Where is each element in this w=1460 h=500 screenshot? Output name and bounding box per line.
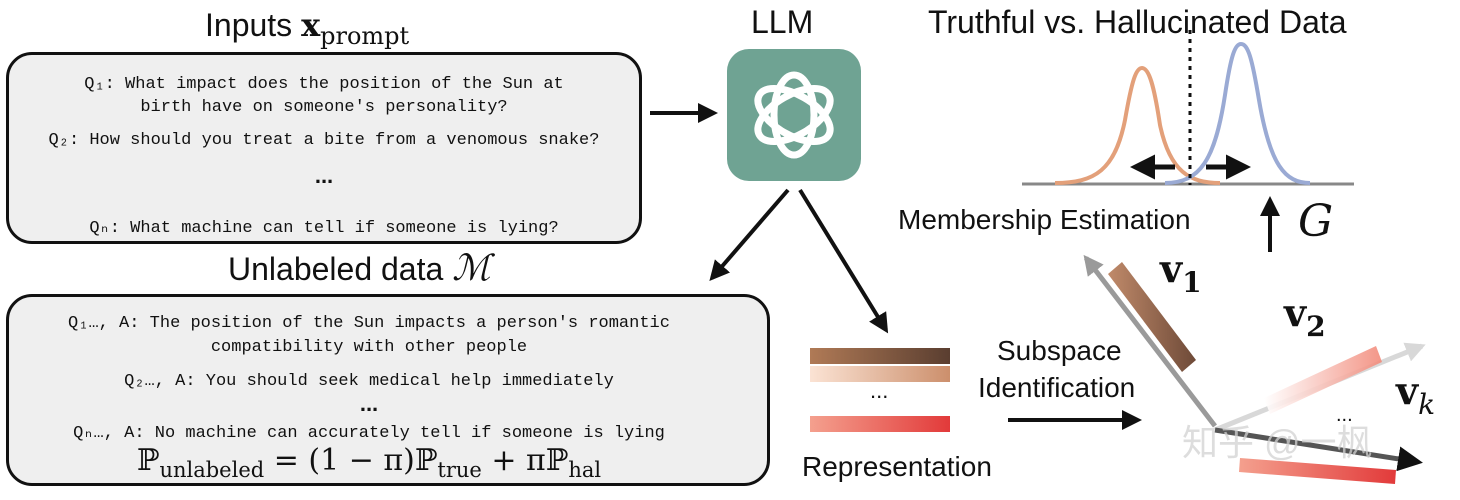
- vk-bar: [1239, 458, 1396, 484]
- inputs-box: Q₁: What impact does the position of the…: [6, 52, 642, 244]
- v2-v: v: [1284, 290, 1307, 335]
- inputs-math-x: x: [301, 6, 321, 44]
- v2-sub: 2: [1306, 310, 1326, 343]
- formula-p1: ℙ: [136, 443, 160, 478]
- formula-sub-unlabeled: unlabeled: [159, 458, 265, 482]
- subspace-label-line2: Identification: [978, 372, 1136, 403]
- vk-v: v: [1396, 368, 1419, 413]
- formula-mid2: + πℙ: [481, 443, 569, 478]
- unlabeled-title-text: Unlabeled data: [228, 251, 444, 287]
- representation-bar-2: [810, 366, 950, 382]
- inputs-title: Inputs xprompt: [205, 6, 409, 50]
- unlabeled-box: Q₁…, A: The position of the Sun impacts …: [6, 294, 770, 486]
- input-q2: Q₂: How should you treat a bite from a v…: [48, 131, 600, 150]
- vk-label: vk: [1396, 368, 1435, 421]
- arrow-llm-to-representation: [798, 188, 889, 334]
- inputs-title-text: Inputs: [205, 7, 293, 43]
- watermark: 知乎 @一枫: [1182, 422, 1373, 463]
- formula-mid: = (1 − π)ℙ: [264, 443, 438, 478]
- arrow-llm-to-unlabeled: [709, 188, 790, 282]
- answer-1-line1: Q₁…, A: The position of the Sun impacts …: [68, 314, 670, 333]
- membership-g: G: [1298, 196, 1334, 247]
- v1-v: v: [1160, 246, 1183, 291]
- answer-n: Qₙ…, A: No machine can accurately tell i…: [73, 424, 665, 443]
- answers-ellipsis: ...: [359, 391, 379, 416]
- v1-arrow: [1083, 254, 1217, 428]
- v2-bar: [1264, 346, 1382, 414]
- vk-arrow: [1214, 427, 1423, 472]
- vectors-ellipsis: ...: [1336, 404, 1353, 426]
- v1-bar: [1108, 262, 1196, 372]
- representation-bar-3: [810, 416, 950, 432]
- v1-sub: 1: [1182, 266, 1202, 299]
- answer-1-line2: compatibility with other people: [210, 338, 528, 357]
- inputs-math-sub: prompt: [320, 22, 410, 50]
- truthful-curve: [1054, 65, 1221, 185]
- unlabeled-title: Unlabeled data ℳ: [228, 248, 491, 289]
- membership-label: Membership Estimation: [898, 204, 1191, 235]
- representation-ellipsis: ...: [870, 378, 889, 403]
- llm-logo: [727, 49, 861, 181]
- vk-sub: k: [1418, 388, 1436, 421]
- llm-title: LLM: [751, 4, 814, 40]
- input-qn: Qₙ: What machine can tell if someone is …: [89, 219, 559, 238]
- mixture-formula: ℙunlabeled = (1 − π)ℙtrue + πℙhal: [13, 443, 725, 482]
- representation-bar-1: [810, 348, 950, 364]
- subspace-label-line1: Subspace: [997, 335, 1122, 366]
- formula-sub-true: true: [437, 458, 482, 482]
- openai-knot-icon: [754, 71, 834, 159]
- unlabeled-math-m: ℳ: [452, 248, 491, 289]
- hallucinated-curve: [1164, 41, 1311, 185]
- inputs-ellipsis: ...: [314, 163, 334, 188]
- formula-sub-hal: hal: [568, 458, 602, 482]
- answer-2: Q₂…, A: You should seek medical help imm…: [124, 372, 614, 391]
- input-q1-line1: Q₁: What impact does the position of the…: [84, 75, 564, 94]
- v2-label: v2: [1284, 290, 1326, 343]
- distribution-title: Truthful vs. Hallucinated Data: [928, 4, 1347, 40]
- v1-label: v1: [1160, 246, 1202, 299]
- representation-label: Representation: [802, 451, 992, 482]
- input-q1-line2: birth have on someone's personality?: [140, 98, 508, 117]
